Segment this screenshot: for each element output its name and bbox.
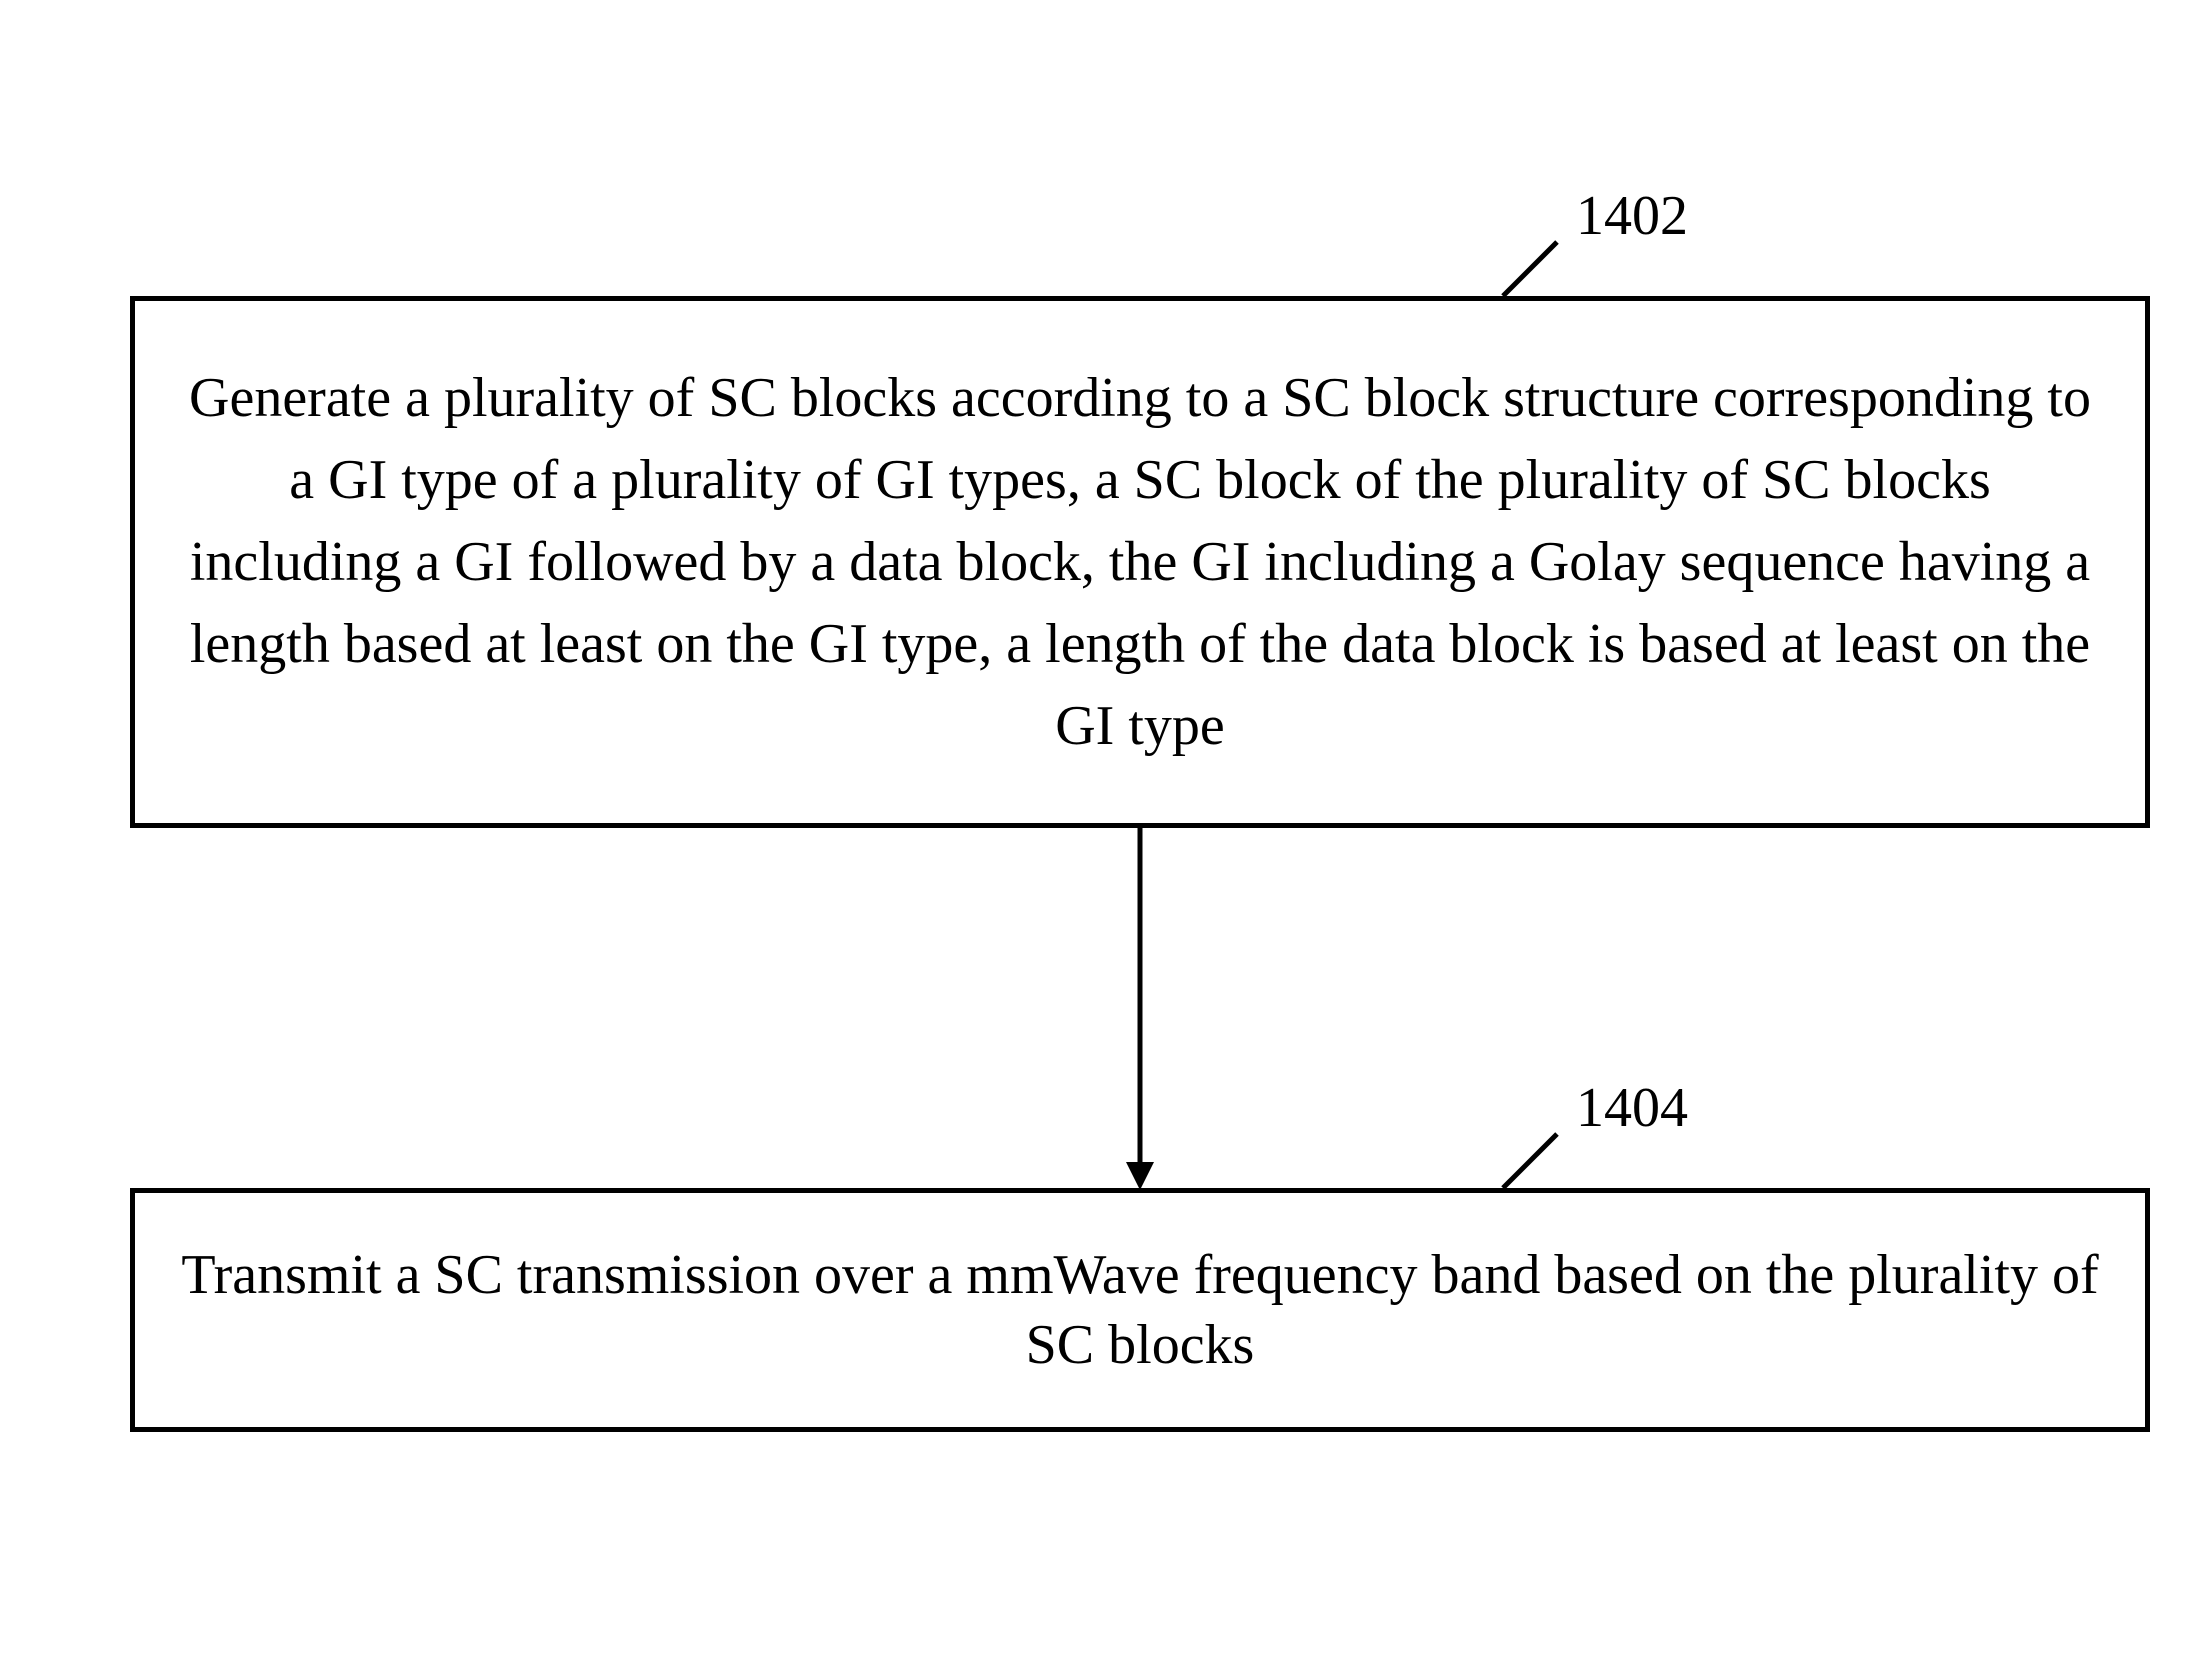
flow-arrow-head: [1126, 1162, 1154, 1190]
leader-line-1402: [1503, 242, 1557, 296]
leader-line-1404: [1503, 1134, 1557, 1188]
step-ref-label: 1402: [1576, 186, 1688, 246]
step-description: Generate a plurality of SC blocks accord…: [185, 357, 2095, 767]
step-ref-label: 1404: [1576, 1078, 1688, 1138]
step-description: Transmit a SC transmission over a mmWave…: [155, 1240, 2125, 1380]
process-step-box: Generate a plurality of SC blocks accord…: [130, 296, 2150, 828]
process-step-box: Transmit a SC transmission over a mmWave…: [130, 1188, 2150, 1432]
